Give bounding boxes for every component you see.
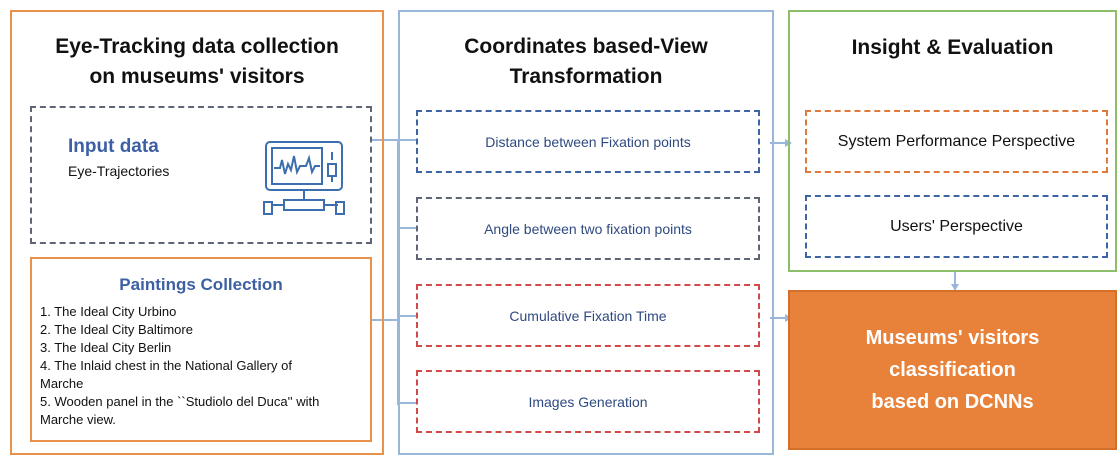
final-line1: Museums' visitors bbox=[865, 327, 1040, 349]
painting-item: 2. The Ideal City Baltimore bbox=[40, 322, 193, 337]
paintings-collection-box: Paintings Collection 1. The Ideal City U… bbox=[30, 257, 372, 442]
arrowhead-eval-final bbox=[951, 284, 959, 291]
painting-item: 4. The Inlaid chest in the National Gall… bbox=[40, 358, 292, 373]
painting-item: 1. The Ideal City Urbino bbox=[40, 304, 177, 319]
transformation-title-line1: Coordinates based-View bbox=[464, 35, 708, 58]
paintings-collection-title: Paintings Collection bbox=[119, 275, 283, 294]
painting-item: 5. Wooden panel in the ``Studiolo del Du… bbox=[40, 394, 320, 409]
input-data-subtitle: Eye-Trajectories bbox=[68, 163, 170, 179]
painting-item: 3. The Ideal City Berlin bbox=[40, 340, 172, 355]
painting-item: Marche view. bbox=[40, 412, 116, 427]
collection-title-line2: on museums' visitors bbox=[89, 65, 305, 88]
final-line2: classification bbox=[889, 359, 1016, 381]
step-images-generation: Images Generation bbox=[416, 370, 760, 433]
column-evaluation-title: Insight & Evaluation bbox=[851, 36, 1054, 59]
collection-title-line1: Eye-Tracking data collection bbox=[55, 35, 339, 58]
painting-item: Marche bbox=[40, 376, 84, 391]
final-line3: based on DCNNs bbox=[871, 391, 1034, 413]
step-cumulative-fixation-time: Cumulative Fixation Time bbox=[416, 284, 760, 347]
column-transformation-title: Coordinates based-View Transformation bbox=[398, 32, 774, 92]
column-evaluation bbox=[788, 10, 1117, 272]
transformation-title-line2: Transformation bbox=[509, 65, 663, 88]
perspective-system-performance: System Performance Perspective bbox=[805, 110, 1108, 173]
final-classification-box: Museums' visitors classification based o… bbox=[788, 290, 1117, 450]
perspective-users: Users' Perspective bbox=[805, 195, 1108, 258]
paintings-list: 1. The Ideal City Urbino 2. The Ideal Ci… bbox=[40, 303, 370, 429]
step-distance-fixation: Distance between Fixation points bbox=[416, 110, 760, 173]
step-angle-fixation: Angle between two fixation points bbox=[416, 197, 760, 260]
input-data-title: Input data bbox=[68, 136, 159, 157]
eye-tracker-monitor-icon bbox=[263, 141, 345, 215]
input-data-box: Input data Eye-Trajectories bbox=[30, 106, 372, 244]
column-data-collection-title: Eye-Tracking data collection on museums'… bbox=[10, 32, 384, 92]
